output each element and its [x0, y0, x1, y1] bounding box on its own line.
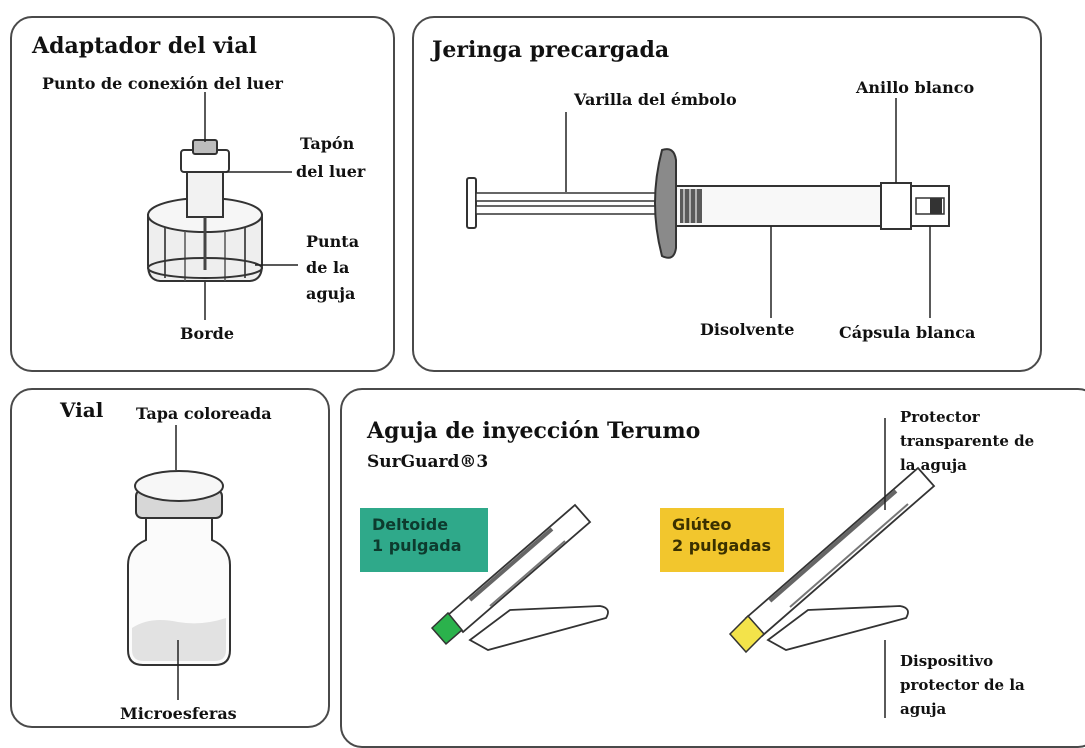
microspheres-label: Microesferas	[120, 704, 237, 723]
needle-tip-label-1: Punta	[306, 232, 360, 251]
rim-label: Borde	[180, 324, 234, 343]
shield-label-3: la aguja	[900, 456, 967, 474]
vial-drawing	[127, 470, 231, 666]
needle-panel-subtitle: SurGuard®3	[367, 452, 489, 472]
luer-cap-label-1: Tapón	[300, 134, 355, 153]
gluteal-badge-line2: 2 pulgadas	[672, 536, 772, 555]
deltoid-badge-line2: 1 pulgada	[372, 536, 462, 555]
colored-cap-label: Tapa coloreada	[136, 404, 272, 423]
needle-gluteal-drawing	[728, 466, 936, 654]
device-label-1: Dispositivo	[900, 652, 994, 670]
white-cap-label: Cápsula blanca	[839, 323, 976, 342]
deltoid-badge-line1: Deltoide	[372, 515, 449, 534]
solvent-label: Disolvente	[700, 320, 795, 339]
shield-label-1: Protector	[900, 408, 980, 426]
luer-connection-label: Punto de conexión del luer	[42, 74, 283, 93]
needle-panel-title: Aguja de inyección Terumo	[367, 418, 701, 444]
vial-adapter-drawing	[147, 139, 263, 282]
gluteal-badge-line1: Glúteo	[672, 515, 732, 534]
shield-label-2: transparente de	[900, 432, 1035, 450]
syringe-drawing	[466, 148, 950, 259]
plunger-rod-label: Varilla del émbolo	[574, 90, 737, 109]
diagram-canvas: Adaptador del vial Punto de conexión del…	[10, 16, 1085, 748]
needle-tip-label-3: aguja	[306, 284, 356, 303]
deltoid-badge: Deltoide 1 pulgada	[360, 508, 488, 572]
illustrations	[127, 92, 950, 718]
needle-tip-label-2: de la	[306, 258, 350, 277]
white-ring-label: Anillo blanco	[856, 78, 975, 97]
gluteal-badge: Glúteo 2 pulgadas	[660, 508, 784, 572]
luer-cap-label-2: del luer	[296, 162, 366, 181]
device-label-2: protector de la	[900, 676, 1025, 694]
vial-adapter-title: Adaptador del vial	[32, 33, 257, 59]
device-label-3: aguja	[900, 700, 947, 718]
syringe-title: Jeringa precargada	[432, 37, 670, 63]
needle-deltoid-drawing	[430, 503, 609, 651]
vial-title: Vial	[60, 398, 104, 422]
